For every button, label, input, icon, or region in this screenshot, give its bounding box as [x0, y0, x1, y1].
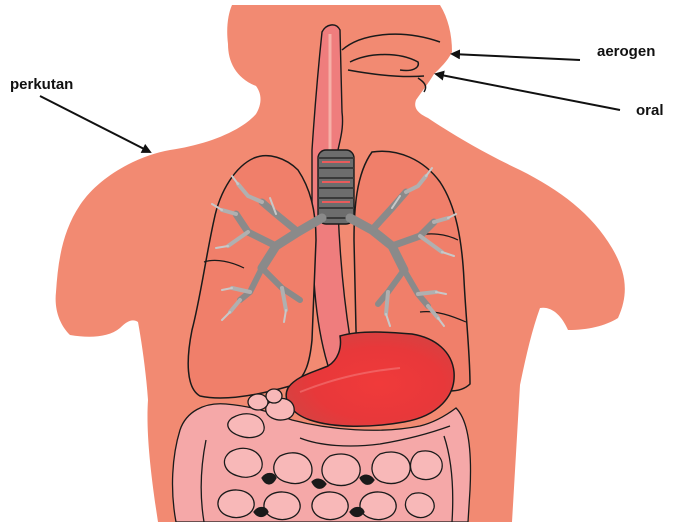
arrow-perkutan — [40, 96, 150, 152]
arrow-oral — [436, 74, 620, 110]
arrow-aerogen — [452, 54, 580, 60]
label-perkutan: perkutan — [10, 76, 73, 93]
label-aerogen: aerogen — [597, 43, 655, 60]
label-oral: oral — [636, 102, 664, 119]
